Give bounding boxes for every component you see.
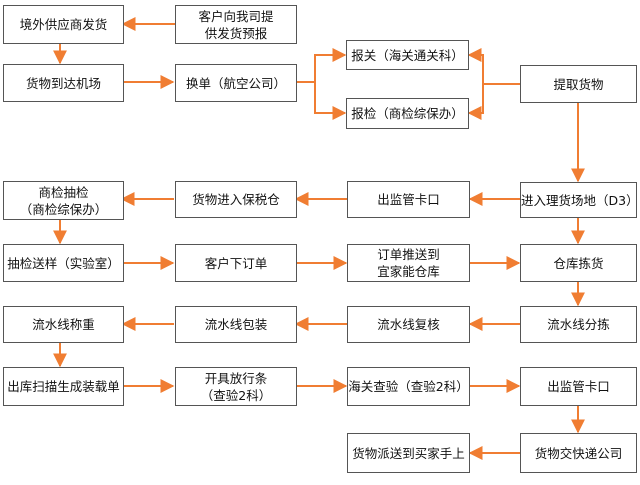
node-line-recheck: 流水线复核 bbox=[347, 306, 470, 343]
node-warehouse-picking: 仓库拣货 bbox=[520, 244, 637, 282]
node-sample-to-lab: 抽检送样（实验室） bbox=[3, 244, 124, 282]
node-customs-inspection: 海关查验（查验2科） bbox=[347, 367, 470, 406]
arrow-n4-n6 bbox=[314, 82, 347, 120]
node-order-push-warehouse: 订单推送到 宜家能仓库 bbox=[347, 244, 470, 282]
arrow-n7-n6 bbox=[467, 84, 484, 120]
node-overseas-supplier-ship: 境外供应商发货 bbox=[3, 5, 124, 44]
node-pickup-goods: 提取货物 bbox=[520, 65, 637, 103]
node-customer-order: 客户下订单 bbox=[175, 244, 297, 282]
node-release-note: 开具放行条 （查验2科） bbox=[175, 367, 297, 406]
node-customs-declare: 报关（海关通关科） bbox=[346, 40, 469, 70]
node-line-weighing: 流水线称重 bbox=[3, 306, 124, 343]
node-handover-courier: 货物交快递公司 bbox=[520, 433, 637, 473]
node-enter-bonded-warehouse: 货物进入保税仓 bbox=[175, 181, 297, 218]
node-customer-shipment-notice: 客户向我司提 供发货预报 bbox=[175, 5, 297, 44]
node-exchange-bill: 换单（航空公司） bbox=[175, 64, 297, 102]
node-commodity-spot-check: 商检抽检 （商检综保办） bbox=[3, 181, 124, 220]
node-deliver-to-buyer: 货物派送到买家手上 bbox=[347, 433, 470, 473]
node-arrive-airport: 货物到达机场 bbox=[3, 64, 124, 102]
node-outbound-scan: 出库扫描生成装载单 bbox=[3, 367, 124, 406]
arrow-n4-n5 bbox=[295, 48, 347, 83]
node-inspection-declare: 报检（商检综保办） bbox=[346, 98, 469, 129]
node-exit-checkpoint-1: 出监管卡口 bbox=[347, 181, 470, 218]
node-exit-checkpoint-2: 出监管卡口 bbox=[520, 367, 637, 406]
node-enter-tally-area: 进入理货场地（D3） bbox=[520, 182, 639, 218]
node-line-packing: 流水线包装 bbox=[175, 306, 297, 343]
node-line-sorting: 流水线分拣 bbox=[520, 306, 637, 343]
arrow-n7-n5 bbox=[467, 48, 520, 85]
